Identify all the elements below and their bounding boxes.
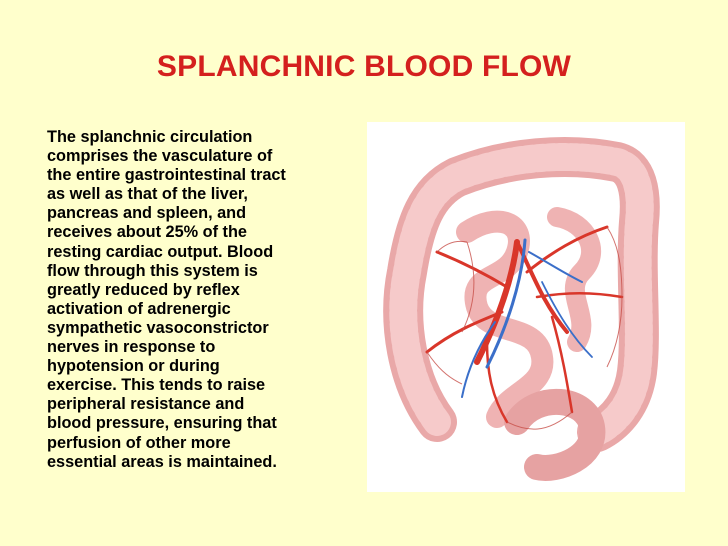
intestine-vasculature-illustration (367, 122, 685, 492)
slide-body-text: The splanchnic circulation comprises the… (47, 128, 286, 471)
slide-title: SPLANCHNIC BLOOD FLOW (156, 50, 572, 83)
